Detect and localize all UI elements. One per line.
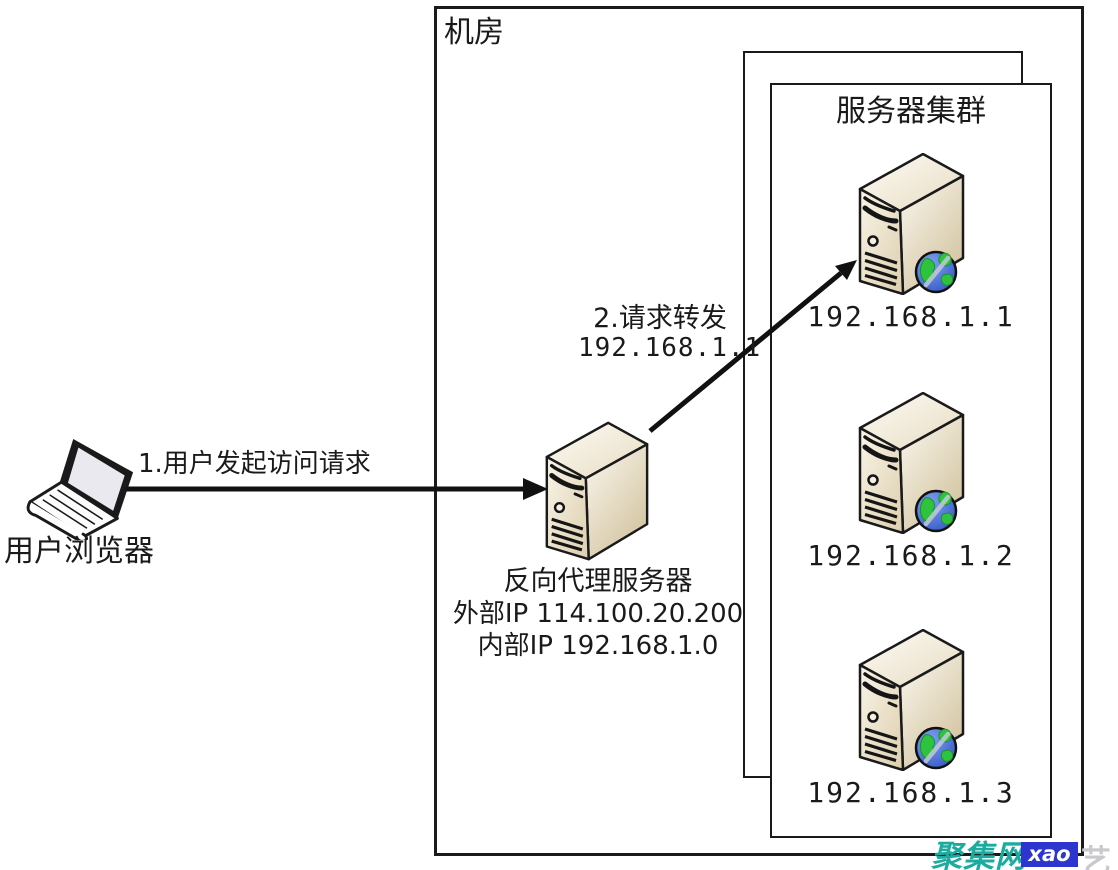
reverse-proxy-title: 反向代理服务器 [503, 566, 693, 597]
watermark-site-name: 聚集网 [931, 839, 1027, 870]
step1-label: 1.用户发起访问请求 [138, 449, 371, 479]
client-label: 用户浏览器 [4, 534, 154, 569]
watermark-author: 艺宵 [1081, 844, 1113, 870]
watermark-badge: xao [1021, 842, 1078, 867]
step2-target-ip: 192.168.1.1 [578, 333, 762, 364]
server-cluster-label: 服务器集群 [836, 94, 986, 129]
reverse-proxy-internal-ip: 内部IP 192.168.1.0 [477, 630, 719, 661]
reverse-proxy-server-icon [540, 421, 652, 561]
server-ip-2: 192.168.1.2 [807, 539, 1015, 572]
step2-labels: 2.请求转发 192.168.1.1 [578, 303, 762, 364]
reverse-proxy-labels: 反向代理服务器 外部IP 114.100.20.200 内部IP 192.168… [445, 566, 751, 662]
web-server-icon-2 [853, 392, 968, 534]
reverse-proxy-external-ip: 外部IP 114.100.20.200 [452, 598, 744, 629]
server-ip-1: 192.168.1.1 [807, 300, 1015, 333]
laptop-icon [26, 438, 134, 540]
server-ip-3: 192.168.1.3 [807, 776, 1015, 809]
server-room-label: 机房 [444, 15, 504, 50]
step2-label: 2.请求转发 [593, 303, 727, 334]
web-server-icon-1 [853, 153, 968, 295]
web-server-icon-3 [853, 629, 968, 771]
